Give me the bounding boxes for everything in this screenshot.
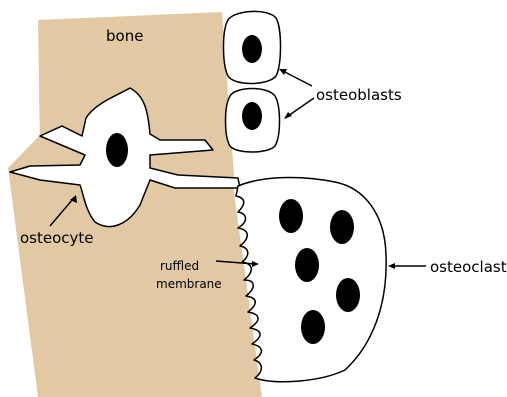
osteoblast-nucleus-top [242,35,262,63]
label-osteoblasts: osteoblasts [316,86,402,104]
osteoclast-nucleus [330,210,354,244]
osteoclast-nucleus [279,199,303,233]
osteoclast-nucleus [295,248,319,282]
arrow-osteoblasts-top [283,71,312,86]
label-ruffled: ruffled [160,259,199,273]
arrowhead [284,112,292,119]
label-bone: bone [106,27,143,45]
osteoclast-nucleus [301,310,325,344]
arrowhead [388,263,395,269]
label-osteocyte: osteocyte [20,229,94,247]
osteoblast-nucleus-bottom [242,102,262,130]
osteoclast-nucleus [336,278,360,312]
label-osteoclast: osteoclast [430,258,507,276]
osteocyte-nucleus [106,133,128,167]
label-membrane: membrane [156,277,222,291]
arrow-osteoblasts-bottom [288,98,314,116]
